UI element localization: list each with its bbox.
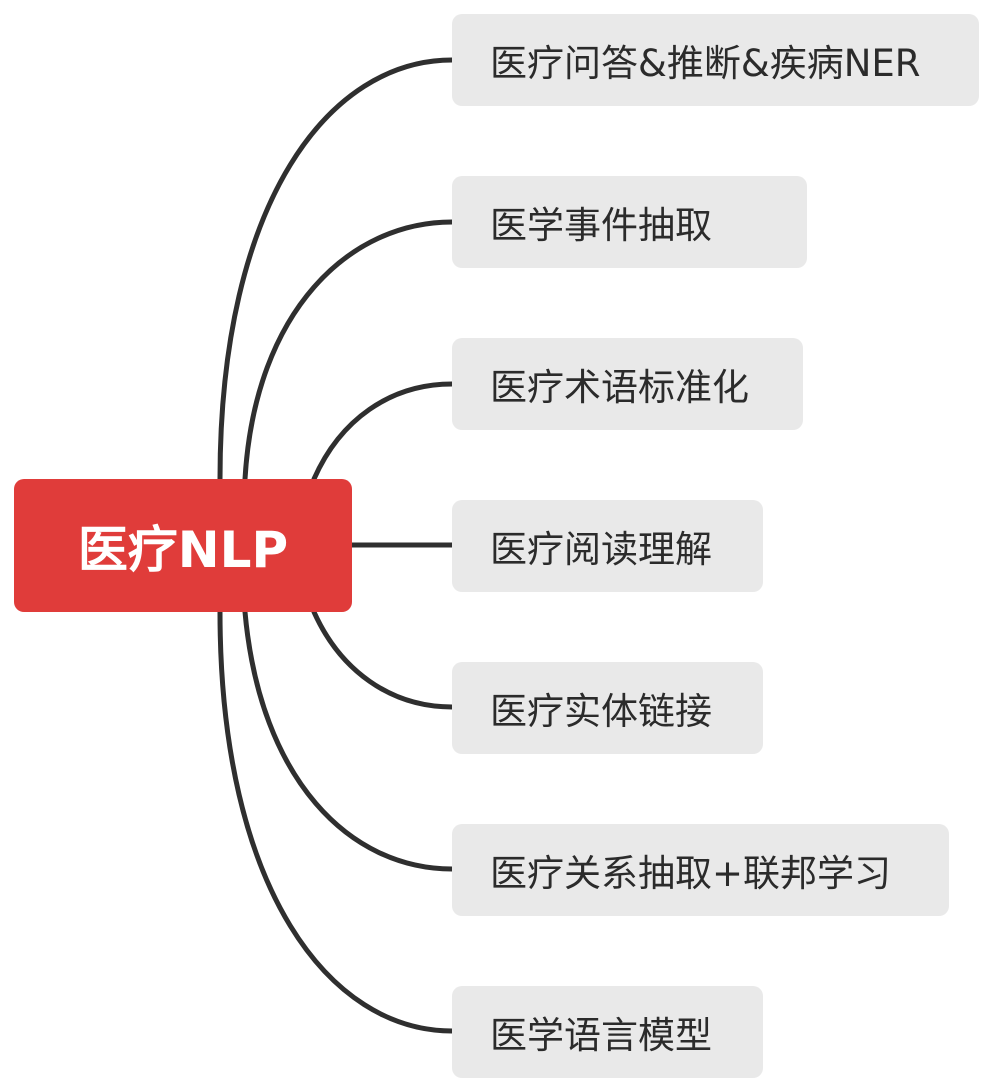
branch-node-label: 医疗关系抽取+联邦学习 [490,852,892,895]
branch-node-label: 医疗实体链接 [490,690,712,733]
branch-node-reading-comprehension[interactable]: 医疗阅读理解 [452,500,763,592]
connector-5 [311,609,455,710]
branch-node-label: 医疗阅读理解 [490,528,712,571]
branch-node-entity-linking[interactable]: 医疗实体链接 [452,662,763,754]
branch-node-qa-inference-ner[interactable]: 医疗问答&推断&疾病NER [452,14,979,106]
connector-3 [311,381,455,482]
branch-node-language-model[interactable]: 医学语言模型 [452,986,763,1078]
branch-node-label: 医疗术语标准化 [490,366,749,409]
root-node-label: 医疗NLP [77,520,289,579]
branch-node-label: 医疗问答&推断&疾病NER [490,42,921,85]
connector-2 [242,219,455,482]
connector-7 [217,609,455,1034]
branch-node-label: 医学语言模型 [490,1014,712,1057]
branch-node-event-extraction[interactable]: 医学事件抽取 [452,176,807,268]
branch-node-term-normalization[interactable]: 医疗术语标准化 [452,338,803,430]
branch-node-relation-extraction-federated[interactable]: 医疗关系抽取+联邦学习 [452,824,949,916]
connector-1 [217,57,455,482]
root-node[interactable]: 医疗NLP [14,479,352,612]
connector-6 [242,609,455,872]
branch-node-label: 医学事件抽取 [490,204,712,247]
